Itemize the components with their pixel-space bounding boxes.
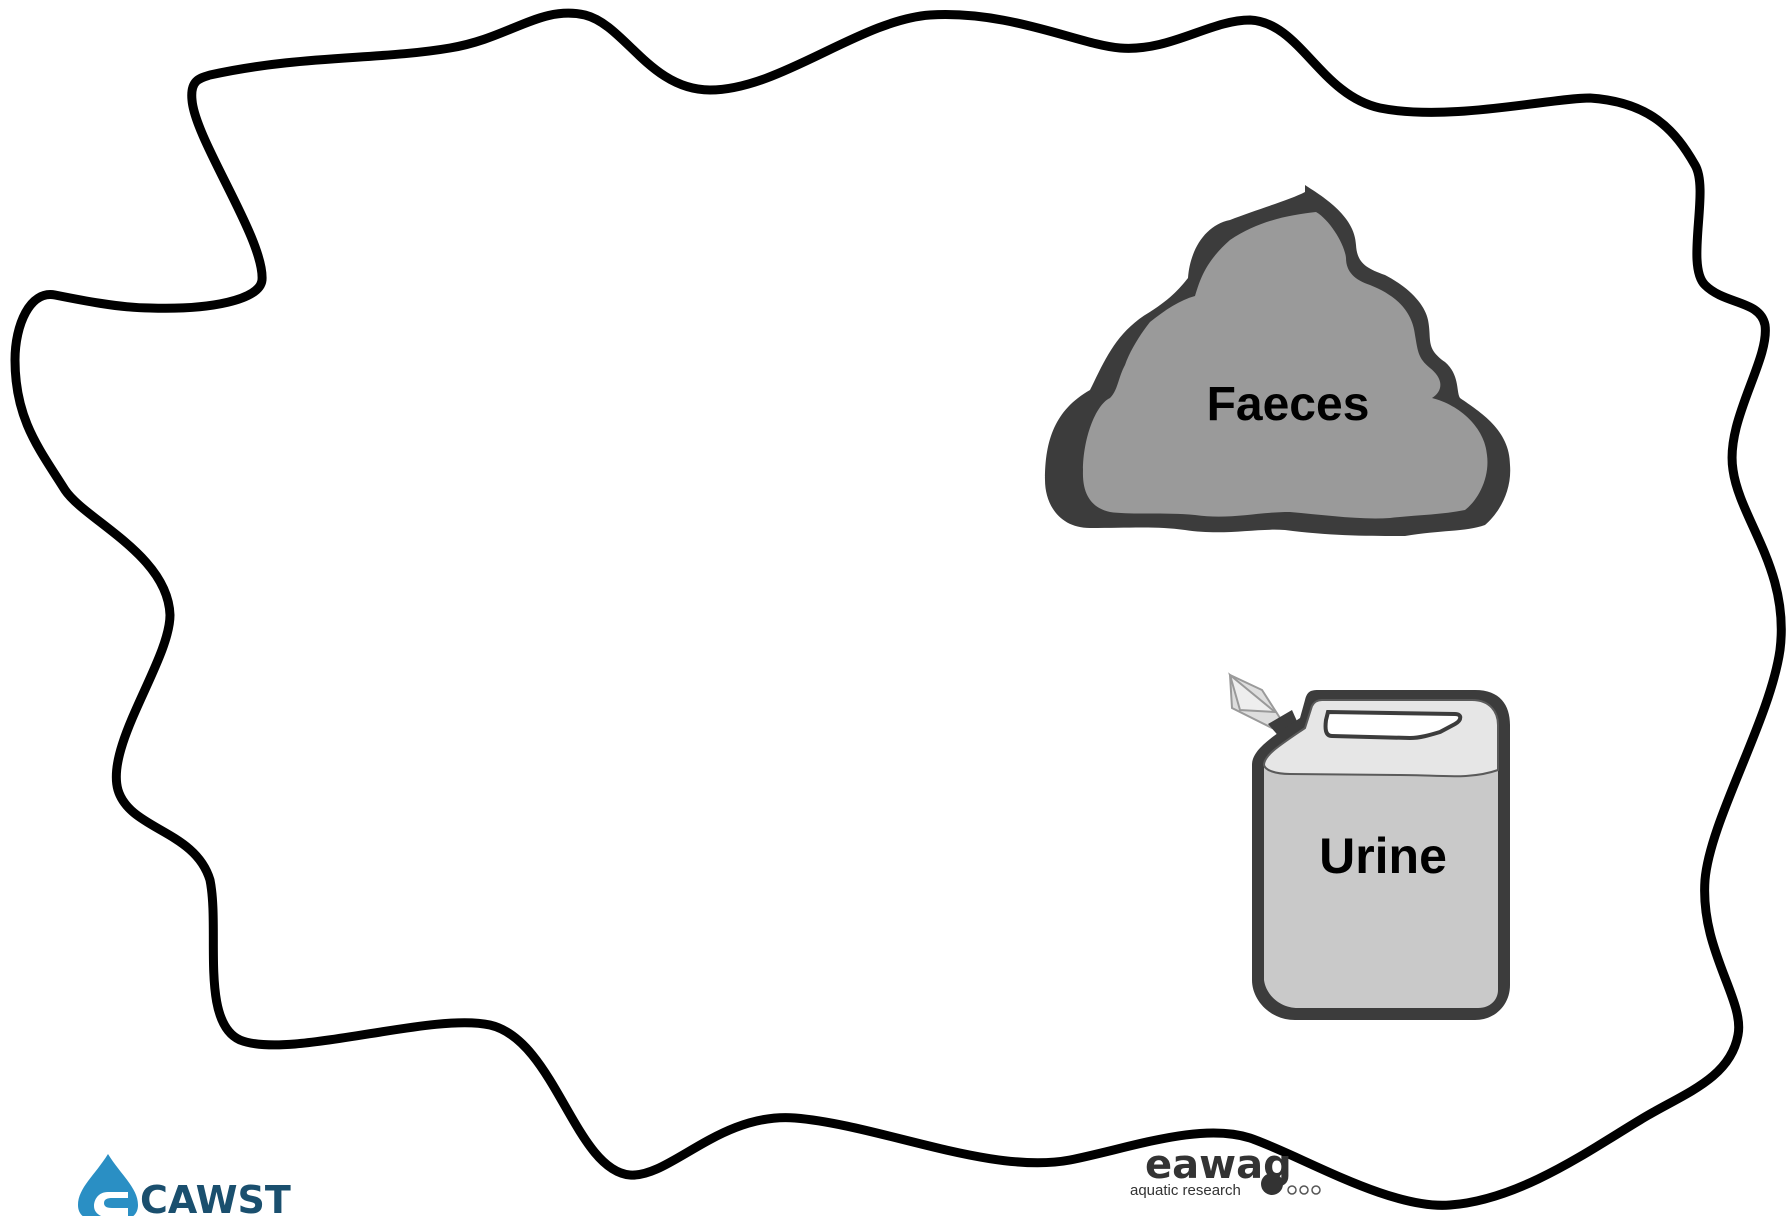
faeces-fill-shape bbox=[1082, 212, 1488, 519]
eawag-dot-1 bbox=[1287, 1185, 1297, 1195]
jerrycan-icon bbox=[1228, 672, 1510, 1020]
cawst-logo-text: CAWST bbox=[140, 1178, 291, 1216]
jerrycan-handle bbox=[1323, 709, 1463, 741]
water-drop-icon bbox=[78, 1154, 138, 1216]
faeces-label: Faeces bbox=[1207, 378, 1370, 431]
jerrycan-cap-fold bbox=[1228, 672, 1279, 714]
eawag-dot-3 bbox=[1311, 1185, 1321, 1195]
urine-label: Urine bbox=[1319, 828, 1447, 884]
jerrycan-body-fill bbox=[1264, 700, 1498, 1008]
wavy-boundary-outline bbox=[10, 8, 1786, 1210]
eawag-dot-large bbox=[1261, 1173, 1283, 1195]
faeces-pile-icon bbox=[1045, 185, 1511, 536]
eawag-tagline: aquatic research bbox=[1130, 1182, 1241, 1199]
water-drop-inner bbox=[94, 1192, 128, 1216]
eawag-logo: eawag aquatic research bbox=[1130, 1142, 1321, 1199]
cawst-logo: CAWST bbox=[78, 1154, 291, 1216]
eawag-dot-2 bbox=[1299, 1185, 1309, 1195]
